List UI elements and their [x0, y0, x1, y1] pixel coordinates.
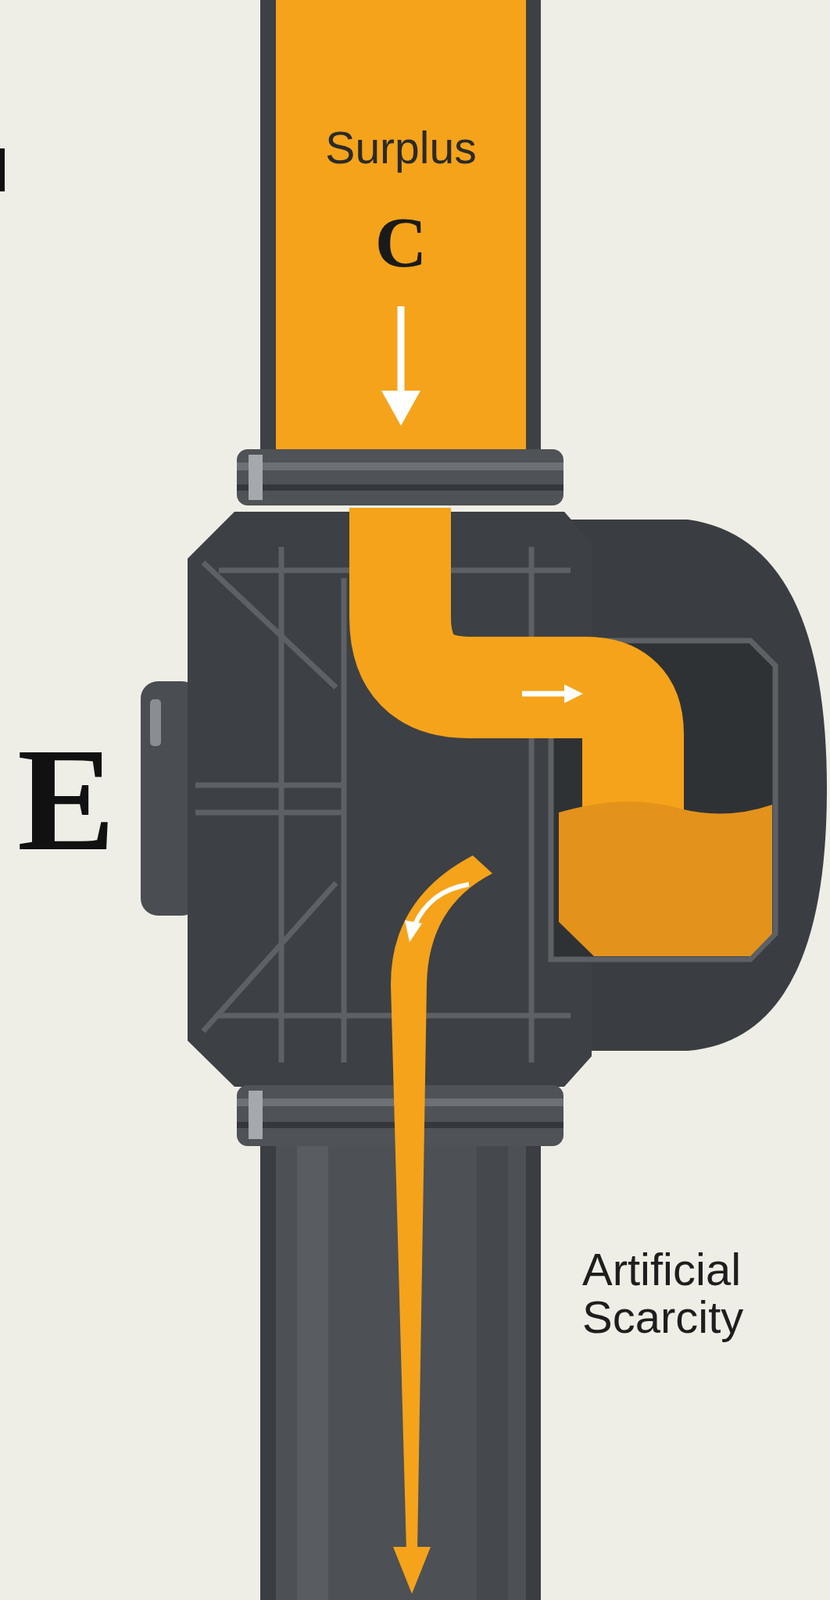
- pool: [558, 801, 773, 957]
- symbol-label: C: [275, 204, 526, 281]
- symbol-label: E: [17, 722, 135, 877]
- knob-highlight: [150, 699, 161, 747]
- upper-pipe: [260, 0, 541, 462]
- edge-mark: [0, 148, 5, 192]
- flow-label: Surplus: [275, 125, 526, 172]
- outcome-label: Artificial Scarcity: [582, 1246, 817, 1342]
- flange: [236, 449, 564, 506]
- flow-arrow: [397, 306, 405, 395]
- leak-stream: [390, 855, 493, 1552]
- surplus-flow: [275, 0, 526, 462]
- flow-arrow-head: [381, 390, 421, 426]
- leak-arrow-head: [393, 1547, 431, 1595]
- pipe-shade: [296, 1141, 329, 1600]
- pipe-shade: [476, 1141, 509, 1600]
- diverted-flow: [400, 508, 634, 829]
